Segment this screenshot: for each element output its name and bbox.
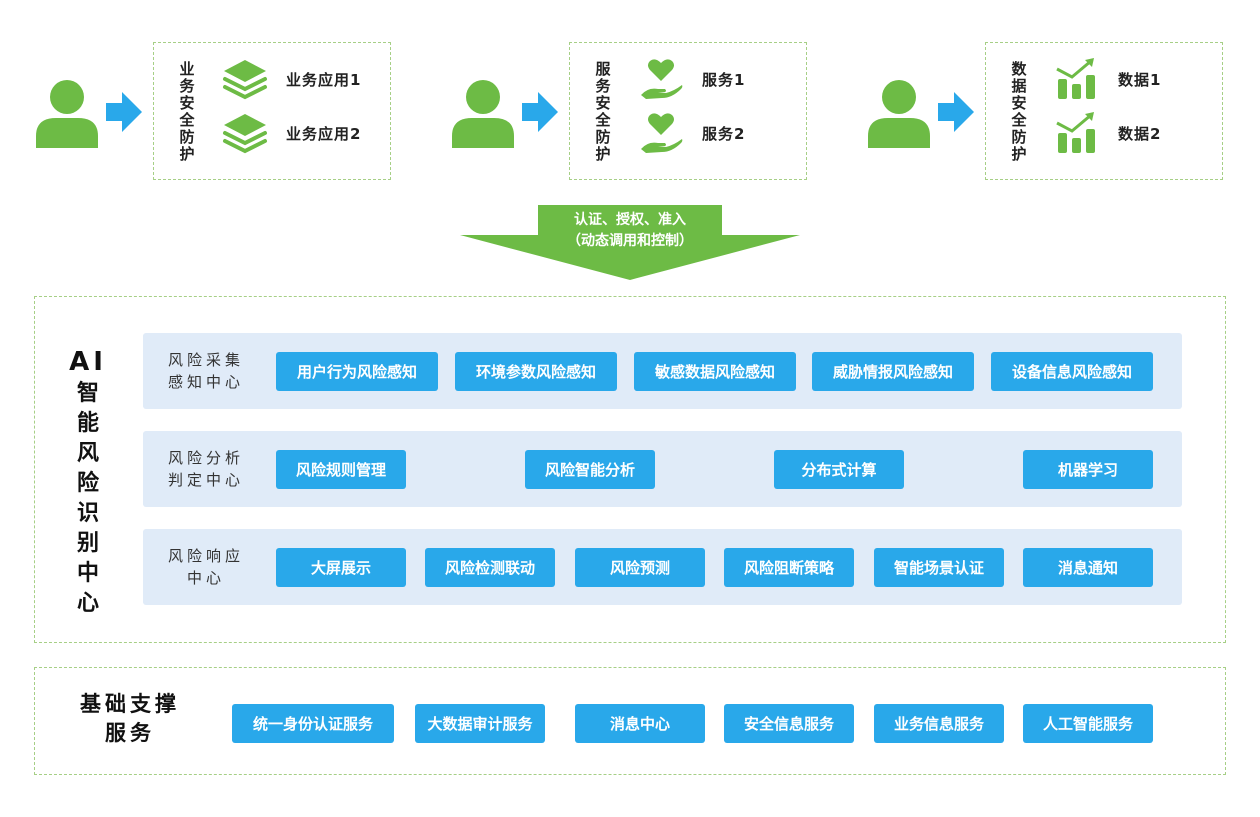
protected-item-label: 数据1 — [1118, 70, 1162, 89]
capability-button[interactable]: 环境参数风险感知 — [455, 352, 617, 391]
title-char: 安 — [595, 94, 611, 112]
user-icon — [36, 78, 98, 148]
title-char: 安 — [179, 94, 195, 112]
flow-arrow-label: 认证、授权、准入 （动态调用和控制） — [540, 210, 720, 252]
user-icon — [868, 78, 930, 148]
heart-hand-icon — [638, 57, 684, 101]
title-char: 护 — [1011, 145, 1027, 163]
capability-button[interactable]: 威胁情报风险感知 — [812, 352, 974, 391]
band-label-line: 感知中心 — [167, 373, 244, 391]
base-service-button[interactable]: 大数据审计服务 — [415, 704, 545, 743]
title-char: 护 — [595, 145, 611, 163]
capability-button[interactable]: 消息通知 — [1023, 548, 1153, 587]
base-title: 基础支撑 服务 — [70, 690, 190, 748]
ai-title-char: 能 — [76, 411, 99, 436]
band-label: 风险采集感知中心 — [161, 333, 251, 409]
ai-title-prefix: AI — [69, 347, 107, 377]
band-label-line: 风险采集 — [167, 351, 244, 369]
ai-title-chars: 智能风险识别中心 — [68, 379, 108, 619]
title-char: 全 — [1011, 111, 1027, 129]
protected-item[interactable]: 数据2 — [1054, 111, 1224, 155]
protected-item-label: 业务应用1 — [286, 70, 362, 89]
title-char: 务 — [179, 77, 195, 95]
base-service-button[interactable]: 消息中心 — [575, 704, 705, 743]
protection-group: 业务安全防护 业务应用1 业务应用2 — [153, 42, 391, 180]
base-title-line2: 服务 — [105, 721, 155, 745]
capability-button[interactable]: 风险预测 — [575, 548, 705, 587]
capability-button[interactable]: 敏感数据风险感知 — [634, 352, 796, 391]
band-label-line: 中心 — [186, 569, 225, 587]
flow-down-arrow — [460, 205, 800, 280]
ai-title-char: 风 — [76, 441, 99, 466]
protection-group: 服务安全防护 服务1 服务2 — [569, 42, 807, 180]
ai-title-char: 识 — [76, 501, 99, 526]
arrow-right-icon — [106, 92, 142, 132]
protection-group-title: 服务安全防护 — [594, 61, 612, 163]
title-char: 业 — [179, 60, 195, 78]
protected-item-label: 服务2 — [702, 124, 746, 143]
capability-button[interactable]: 分布式计算 — [774, 450, 904, 489]
capability-button[interactable]: 风险规则管理 — [276, 450, 406, 489]
protected-item-label: 业务应用2 — [286, 124, 362, 143]
title-char: 防 — [1011, 128, 1027, 146]
capability-button[interactable]: 用户行为风险感知 — [276, 352, 438, 391]
protection-group-title: 业务安全防护 — [178, 61, 196, 163]
arrow-right-icon — [522, 92, 558, 132]
protection-group: 数据安全防护 数据1 数据2 — [985, 42, 1223, 180]
title-char: 防 — [595, 128, 611, 146]
band-label-line: 风险响应 — [167, 547, 244, 565]
band-label: 风险响应中心 — [161, 529, 251, 605]
title-char: 数 — [1011, 60, 1027, 78]
ai-risk-center-panel — [34, 296, 1226, 643]
user-icon — [452, 78, 514, 148]
ai-title-char: 智 — [76, 381, 99, 406]
band-label: 风险分析判定中心 — [161, 431, 251, 507]
protected-item[interactable]: 业务应用1 — [222, 57, 392, 101]
ai-title-char: 险 — [76, 471, 99, 496]
chart-growth-icon — [1054, 111, 1100, 155]
capability-button[interactable]: 风险阻断策略 — [724, 548, 854, 587]
capability-button[interactable]: 风险智能分析 — [525, 450, 655, 489]
title-char: 全 — [179, 111, 195, 129]
protected-item-label: 服务1 — [702, 70, 746, 89]
protected-item[interactable]: 服务1 — [638, 57, 808, 101]
band-label-line: 风险分析 — [167, 449, 244, 467]
ai-title-char: 心 — [76, 591, 99, 616]
title-char: 防 — [179, 128, 195, 146]
protected-item-label: 数据2 — [1118, 124, 1162, 143]
band-label-line: 判定中心 — [167, 471, 244, 489]
capability-button[interactable]: 智能场景认证 — [874, 548, 1004, 587]
protection-group-title: 数据安全防护 — [1010, 61, 1028, 163]
protected-item[interactable]: 数据1 — [1054, 57, 1224, 101]
ai-center-title: AI 智能风险识别中心 — [68, 345, 108, 619]
base-service-button[interactable]: 统一身份认证服务 — [232, 704, 394, 743]
capability-button[interactable]: 大屏展示 — [276, 548, 406, 587]
layers-icon — [222, 111, 268, 155]
layers-icon — [222, 57, 268, 101]
protected-item[interactable]: 业务应用2 — [222, 111, 392, 155]
capability-button[interactable]: 设备信息风险感知 — [991, 352, 1153, 391]
title-char: 安 — [1011, 94, 1027, 112]
chart-growth-icon — [1054, 57, 1100, 101]
capability-button[interactable]: 风险检测联动 — [425, 548, 555, 587]
flow-arrow-line1: 认证、授权、准入 — [574, 212, 686, 228]
flow-arrow-line2: （动态调用和控制） — [567, 233, 693, 249]
ai-title-char: 中 — [76, 561, 99, 586]
title-char: 全 — [595, 111, 611, 129]
base-services-panel — [34, 667, 1226, 775]
title-char: 护 — [179, 145, 195, 163]
protected-item[interactable]: 服务2 — [638, 111, 808, 155]
base-service-button[interactable]: 安全信息服务 — [724, 704, 854, 743]
title-char: 务 — [595, 77, 611, 95]
base-service-button[interactable]: 人工智能服务 — [1023, 704, 1153, 743]
title-char: 据 — [1011, 77, 1027, 95]
title-char: 服 — [595, 60, 611, 78]
base-service-button[interactable]: 业务信息服务 — [874, 704, 1004, 743]
arrow-right-icon — [938, 92, 974, 132]
capability-button[interactable]: 机器学习 — [1023, 450, 1153, 489]
base-title-line1: 基础支撑 — [80, 692, 180, 716]
heart-hand-icon — [638, 111, 684, 155]
ai-title-char: 别 — [76, 531, 99, 556]
